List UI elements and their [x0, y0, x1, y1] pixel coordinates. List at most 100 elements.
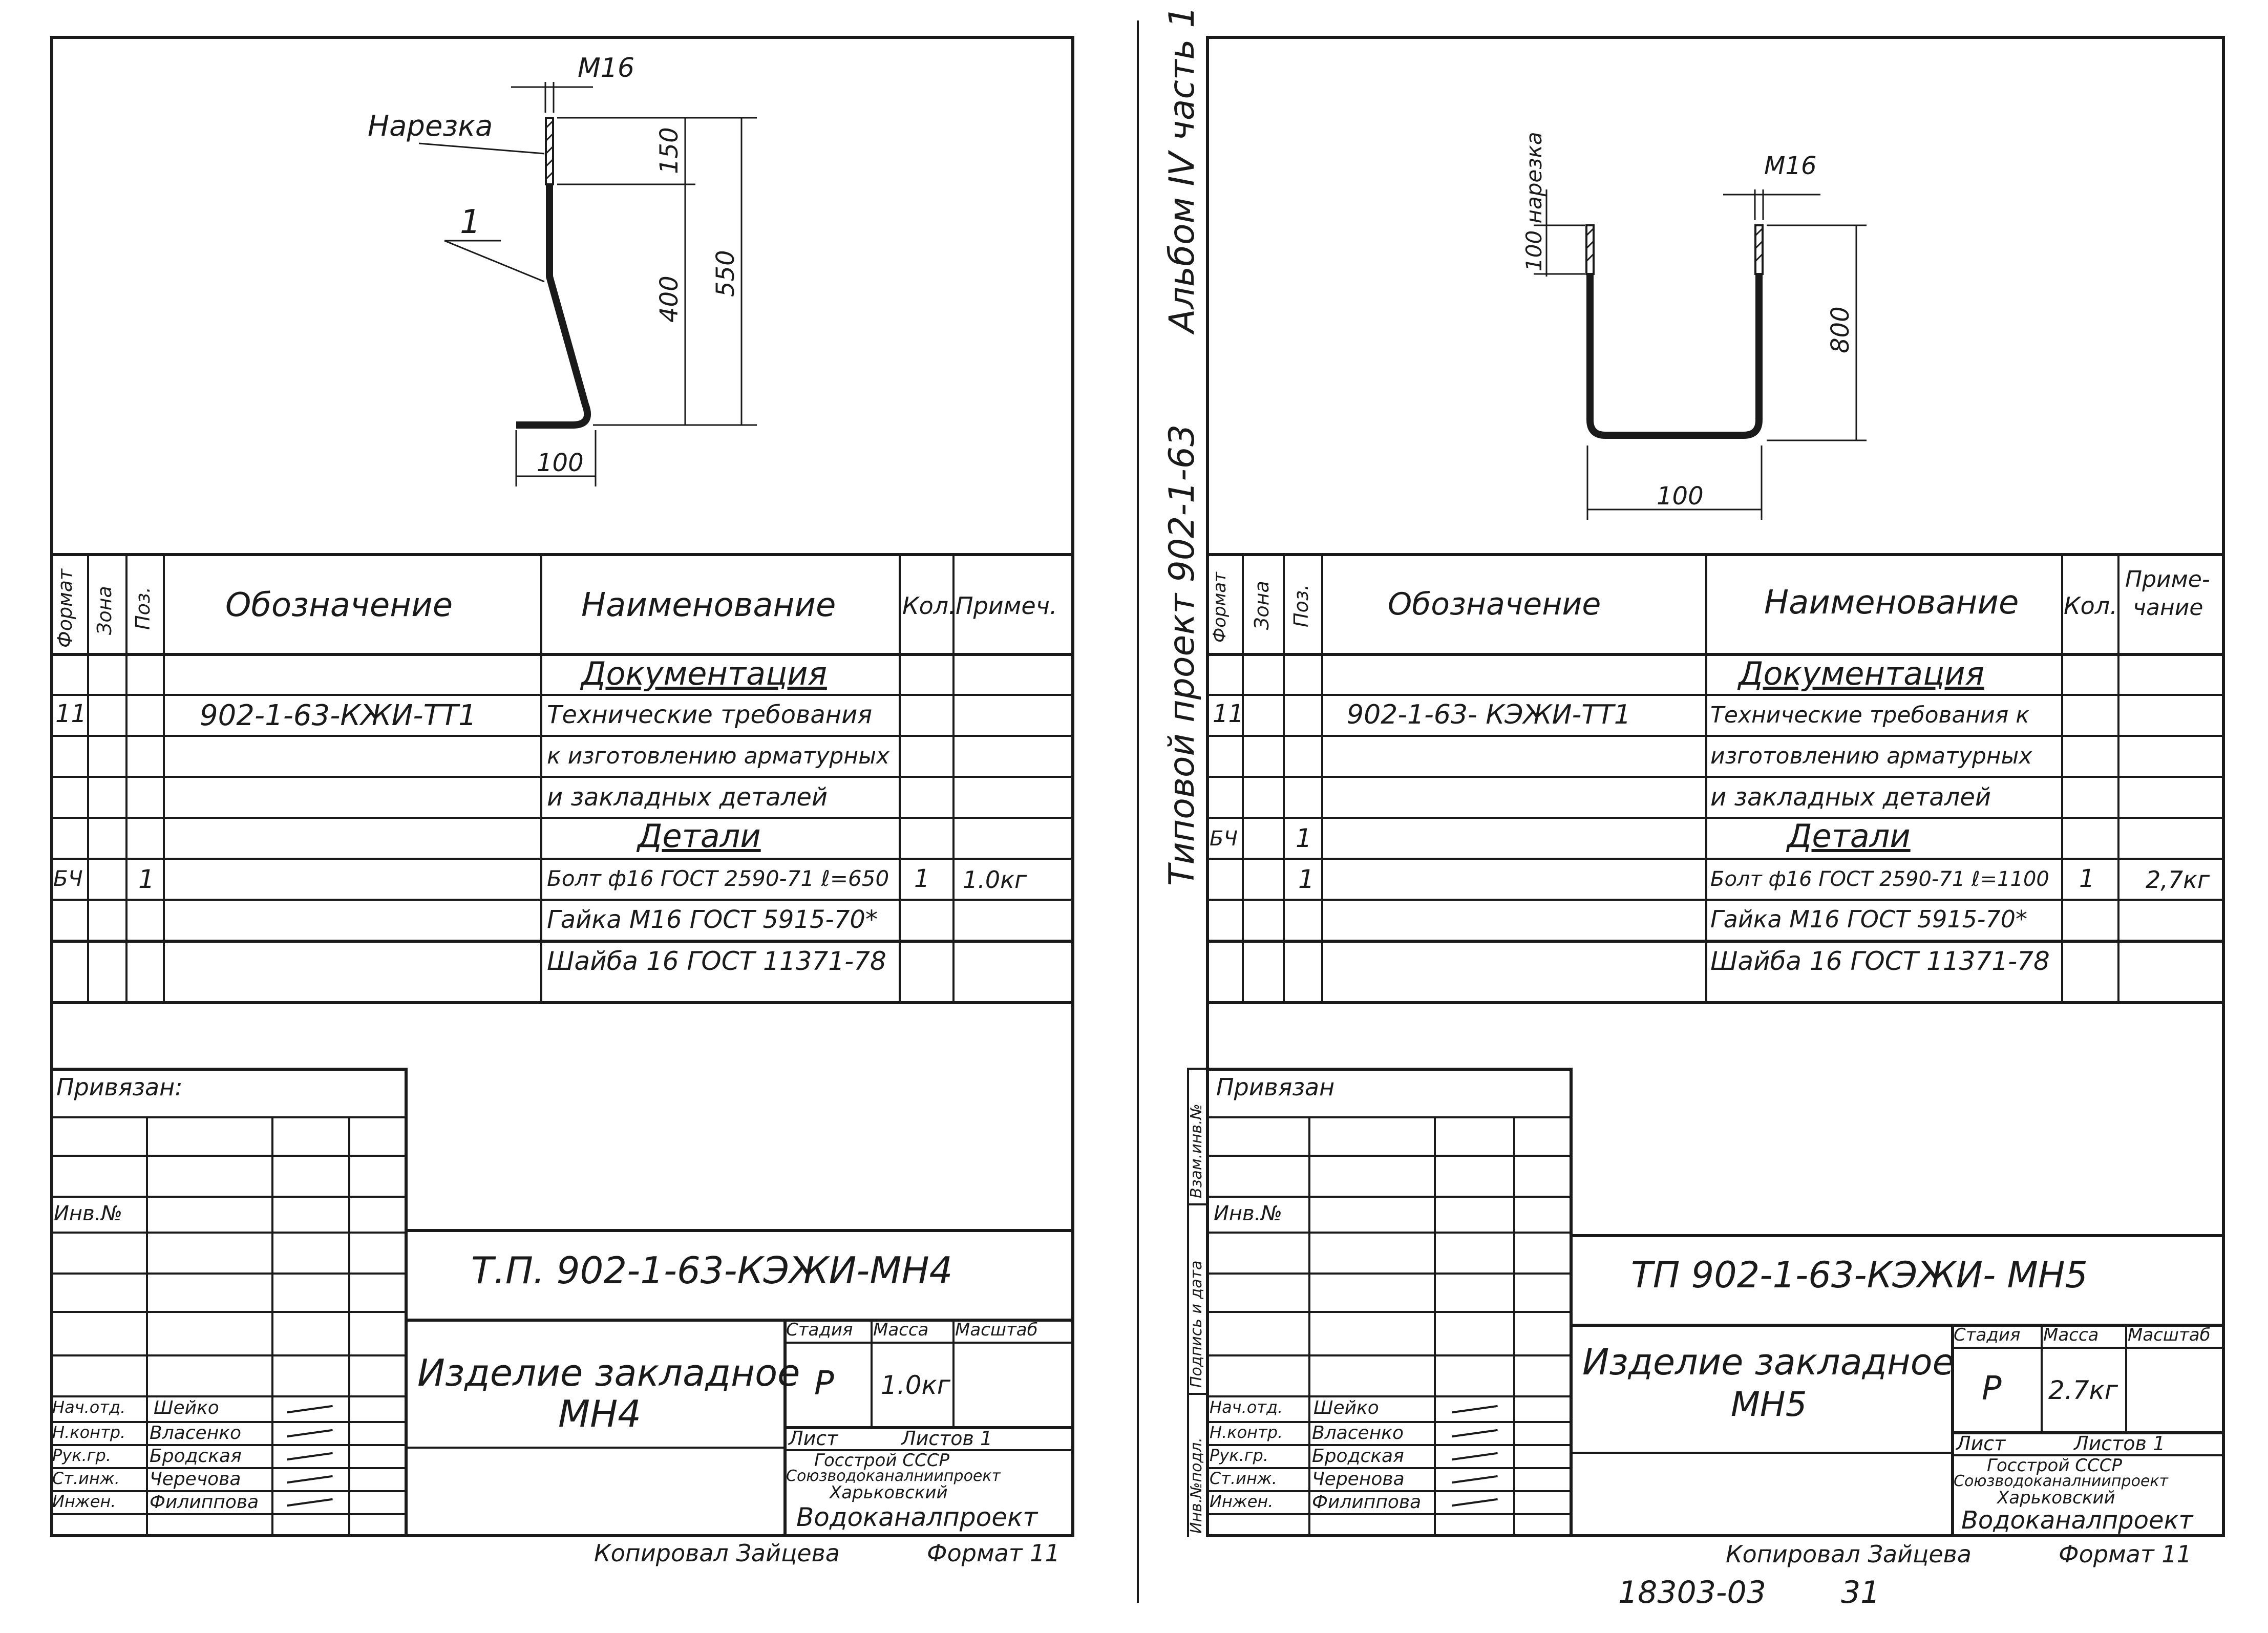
title-1: Изделие закладное	[417, 1351, 800, 1394]
stage-header: Стадия	[1954, 1325, 2021, 1345]
doc-name-1: Технические требования	[547, 701, 873, 729]
doc-name-1: Технические требования к	[1710, 702, 2029, 728]
doc-code: Т.П. 902-1-63-КЭЖИ-МН4	[471, 1249, 953, 1292]
doc-number: 18303-03	[1618, 1575, 1766, 1610]
drawing-mn5: М16 100 нарезка 800 100	[1521, 132, 1867, 520]
role-3: Ст.инж.	[1210, 1469, 1277, 1488]
part-name-3: Шайба 16 ГОСТ 11371-78	[547, 946, 886, 976]
page-number: 31	[1841, 1575, 1880, 1610]
format-footer: Формат 11	[2059, 1540, 2192, 1568]
col-note-2: чание	[2133, 595, 2203, 621]
name-2: Бродская	[150, 1446, 242, 1467]
stage-value: Р	[1982, 1370, 2002, 1408]
doc-format: 11	[1213, 699, 1244, 728]
side-inv-orig: Инв.№подл.	[1188, 1437, 1205, 1534]
org-4: Водоканалпроект	[1961, 1506, 2193, 1535]
format-footer: Формат 11	[927, 1539, 1060, 1567]
part-pos-2: 1	[1298, 864, 1315, 894]
doc-format: 11	[55, 699, 87, 728]
sheet-mn5	[1206, 36, 2225, 1537]
name-1: Власенко	[1312, 1423, 1404, 1444]
col-name: Наименование	[581, 586, 836, 624]
margin-project: Типовой проект 902-1-63	[1162, 424, 1202, 886]
margin-album: Альбом IV часть 1	[1162, 6, 1202, 333]
doc-designation: 902-1-63-КЖИ-ТТ1	[200, 699, 477, 732]
name-4: Филиппова	[150, 1492, 259, 1513]
mass-value: 2.7кг	[2048, 1375, 2118, 1405]
dim-thread: М16	[1764, 152, 1817, 180]
part-name-2: Гайка М16 ГОСТ 5915-70*	[547, 905, 878, 934]
role-2: Рук.гр.	[1210, 1446, 1269, 1465]
col-pos: Поз.	[1290, 584, 1312, 627]
thread-label: 100 нарезка	[1521, 132, 1546, 271]
col-zone: Зона	[93, 586, 116, 635]
part-name-1: Болт ф16 ГОСТ 2590-71 ℓ=650	[547, 866, 889, 891]
col-designation: Обозначение	[1388, 586, 1601, 622]
pos-label: 1	[460, 203, 481, 241]
org-1: Госстрой СССР	[1987, 1455, 2122, 1476]
dim-800: 800	[1826, 306, 1855, 353]
sheet-header: Лист	[789, 1427, 838, 1450]
bound-label: Привязан:	[56, 1073, 183, 1101]
name-3: Черенова	[1312, 1469, 1405, 1490]
dim-150: 150	[655, 127, 684, 174]
role-0: Нач.отд.	[52, 1397, 126, 1417]
mass-header: Масса	[2043, 1325, 2099, 1345]
name-0: Шейко	[154, 1397, 219, 1418]
col-format: Формат	[54, 568, 76, 648]
part-pos: 1	[1296, 823, 1312, 853]
part-name-3: Шайба 16 ГОСТ 11371-78	[1710, 946, 2050, 976]
doc-name-2: изготовлению арматурных	[1710, 743, 2032, 769]
col-format: Формат	[1210, 572, 1230, 643]
col-name: Наименование	[1764, 584, 2019, 622]
part-qty: 1	[2079, 864, 2095, 893]
part-pos: 1	[138, 864, 155, 894]
title-1: Изделие закладное	[1582, 1341, 1955, 1383]
name-1: Власенко	[150, 1423, 242, 1444]
doc-designation: 902-1-63- КЭЖИ-ТТ1	[1347, 699, 1631, 730]
sheet-header: Лист	[1956, 1432, 2006, 1455]
copied-by: Копировал Зайцева	[1726, 1540, 1972, 1568]
side-sign-date: Подпись и дата	[1188, 1260, 1205, 1388]
bound-label: Привязан	[1216, 1073, 1335, 1101]
dim-thread: М16	[578, 53, 634, 83]
drawing-mn4: М16 Нарезка 1 150 400 550 100	[368, 53, 757, 486]
name-3: Черечова	[150, 1469, 241, 1490]
role-4: Инжен.	[1210, 1492, 1274, 1511]
copied-by: Копировал Зайцева	[594, 1539, 840, 1567]
role-0: Нач.отд.	[1210, 1397, 1283, 1417]
part-note: 1.0кг	[963, 866, 1027, 894]
org-3: Харьковский	[1997, 1488, 2115, 1508]
part-note: 2,7кг	[2146, 866, 2210, 894]
org-3: Харьковский	[830, 1482, 948, 1503]
dim-550: 550	[711, 250, 740, 297]
org-4: Водоканалпроект	[796, 1502, 1038, 1532]
mass-value: 1.0кг	[881, 1370, 950, 1400]
thread-label: Нарезка	[368, 110, 493, 143]
part-name-2: Гайка М16 ГОСТ 5915-70*	[1710, 905, 2028, 933]
section-parts: Детали	[638, 817, 761, 855]
col-qty: Кол.	[2064, 592, 2117, 620]
section-parts: Детали	[1787, 817, 1911, 855]
doc-name-3: и закладных деталей	[547, 783, 828, 812]
col-note: Примеч.	[956, 592, 1057, 620]
org-1: Госстрой СССР	[814, 1450, 949, 1471]
stage-value: Р	[814, 1365, 834, 1403]
sheets-header: Листов 1	[2074, 1432, 2166, 1455]
role-2: Рук.гр.	[52, 1446, 112, 1465]
doc-name-3: и закладных деталей	[1710, 783, 1991, 812]
part-format: БЧ	[1210, 827, 1238, 851]
title-2: МН5	[1731, 1385, 1807, 1424]
name-2: Бродская	[1312, 1446, 1404, 1467]
doc-name-2: к изготовлению арматурных	[547, 743, 889, 769]
sheets-header: Листов 1	[901, 1427, 993, 1450]
inv-label: Инв.№	[54, 1202, 122, 1225]
part-qty: 1	[914, 864, 930, 893]
part-format: БЧ	[53, 866, 83, 891]
dim-100: 100	[537, 449, 584, 477]
section-docs: Документация	[581, 655, 827, 692]
scale-header: Масштаб	[2128, 1325, 2211, 1345]
title-2: МН4	[558, 1392, 642, 1435]
col-designation: Обозначение	[225, 586, 453, 624]
side-inv-swap: Взам.инв.№	[1188, 1104, 1205, 1198]
